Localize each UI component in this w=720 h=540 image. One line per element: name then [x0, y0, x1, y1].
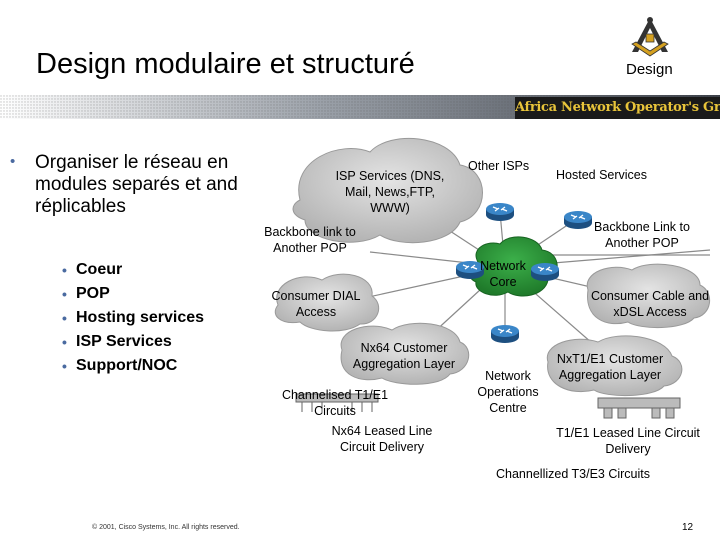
slide-title: Design modulaire et structuré [36, 48, 415, 80]
backbone-right-label: Backbone Link to Another POP [594, 220, 690, 250]
main-bullet-text: Organiser le réseau en modules separés e… [35, 152, 238, 217]
section-label: Design [626, 61, 673, 78]
noc-router-icon [490, 324, 520, 344]
isp-services-cloud [292, 137, 483, 244]
footer-copyright: © 2001, Cisco Systems, Inc. All rights r… [92, 524, 240, 531]
isp-services-label: ISP Services (DNS, Mail, News,FTP, WWW) [335, 169, 445, 215]
compass-square-logo-icon [631, 17, 669, 57]
leased-line-rack-icon [597, 397, 681, 419]
consumer-cable-label: Consumer Cable and xDSL Access [590, 289, 710, 319]
bullet-icon: • [10, 153, 16, 170]
bullet-icon: • [62, 286, 67, 302]
nxt1-aggregation-cloud [546, 335, 683, 397]
consumer-cable-cloud [586, 263, 710, 329]
bullet-icon: • [62, 334, 67, 350]
channelised-label: Channelised T1/E1 Circuits [281, 388, 389, 418]
t1e1-leased-label: T1/E1 Leased Line Circuit Delivery [556, 426, 700, 456]
core-router-right-icon [530, 262, 560, 282]
nx64-aggregation-cloud [340, 322, 470, 385]
bullet-icon: • [62, 358, 67, 374]
backbone-left-label: Backbone link to Another POP [264, 225, 356, 255]
channelised-circuits-icon [295, 393, 379, 412]
other-isps-router-icon [485, 202, 515, 222]
bullet-icon: • [62, 262, 67, 278]
network-core-label: Network Core [480, 259, 526, 289]
hosted-services-label: Hosted Services [556, 168, 648, 182]
consumer-dial-cloud [274, 273, 380, 332]
page-number: 12 [682, 522, 694, 533]
nx64-aggregation-label: Nx64 Customer Aggregation Layer [352, 341, 456, 371]
consumer-dial-label: Consumer DIAL Access [271, 289, 361, 319]
channellized-t3-label: Channellized T3/E3 Circuits [496, 467, 651, 481]
organization-banner: Africa Network Operator's Group [515, 97, 720, 119]
bullet-icon: • [62, 310, 67, 326]
nxt1-aggregation-label: NxT1/E1 Customer Aggregation Layer [556, 352, 664, 382]
noc-label: Network Operations Centre [477, 369, 539, 415]
other-isps-label: Other ISPs [468, 159, 530, 173]
nx64-leased-label: Nx64 Leased Line Circuit Delivery [331, 424, 433, 454]
